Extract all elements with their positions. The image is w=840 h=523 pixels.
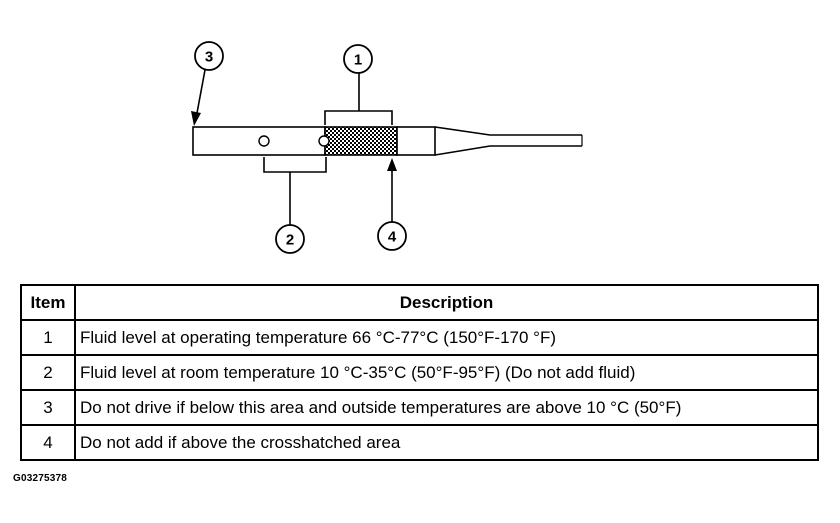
item-column-header: Item [20, 284, 76, 321]
dipstick-hole-left [258, 135, 270, 147]
item-description: Do not add if above the crosshatched are… [74, 424, 819, 461]
callout-4-circle [377, 221, 407, 251]
item-number: 1 [20, 319, 76, 356]
callout-4-label: 4 [388, 229, 397, 246]
dipstick-taper [434, 126, 582, 156]
item-number: 2 [20, 354, 76, 391]
crosshatched-area [324, 126, 398, 156]
callout-3-leader [196, 69, 206, 114]
dipstick-plain-section [396, 126, 436, 156]
table-header-row: Item Description [20, 284, 819, 321]
callout-3-label: 3 [205, 49, 213, 66]
callout-1-label: 1 [354, 52, 362, 69]
callout-1-circle [343, 44, 373, 74]
dipstick [192, 126, 583, 156]
callout-2: 2 [263, 157, 327, 254]
dipstick-hole-right [318, 135, 330, 147]
callout-4: 4 [377, 158, 407, 251]
table-row: 3 Do not drive if below this area and ou… [20, 389, 819, 426]
callout-4-arrowhead [387, 158, 397, 171]
dipstick-diagram: 1 2 3 4 [191, 41, 583, 254]
figure-id: G03275378 [13, 473, 68, 484]
callout-3: 3 [191, 41, 224, 126]
callout-1-bracket [324, 73, 393, 125]
callout-2-label: 2 [286, 232, 294, 249]
item-number: 4 [20, 424, 76, 461]
table-row: 1 Fluid level at operating temperature 6… [20, 319, 819, 356]
item-description: Do not drive if below this area and outs… [74, 389, 819, 426]
description-column-header: Description [74, 284, 819, 321]
callout-2-bracket [263, 157, 327, 225]
callout-1: 1 [324, 44, 393, 125]
callout-3-circle [194, 41, 224, 71]
callout-2-circle [275, 224, 305, 254]
item-number: 3 [20, 389, 76, 426]
table-row: 2 Fluid level at room temperature 10 °C-… [20, 354, 819, 391]
item-description: Fluid level at operating temperature 66 … [74, 319, 819, 356]
legend-table: Item Description 1 Fluid level at operat… [20, 284, 819, 461]
callout-3-arrowhead [191, 111, 201, 126]
item-description: Fluid level at room temperature 10 °C-35… [74, 354, 819, 391]
table-row: 4 Do not add if above the crosshatched a… [20, 424, 819, 461]
